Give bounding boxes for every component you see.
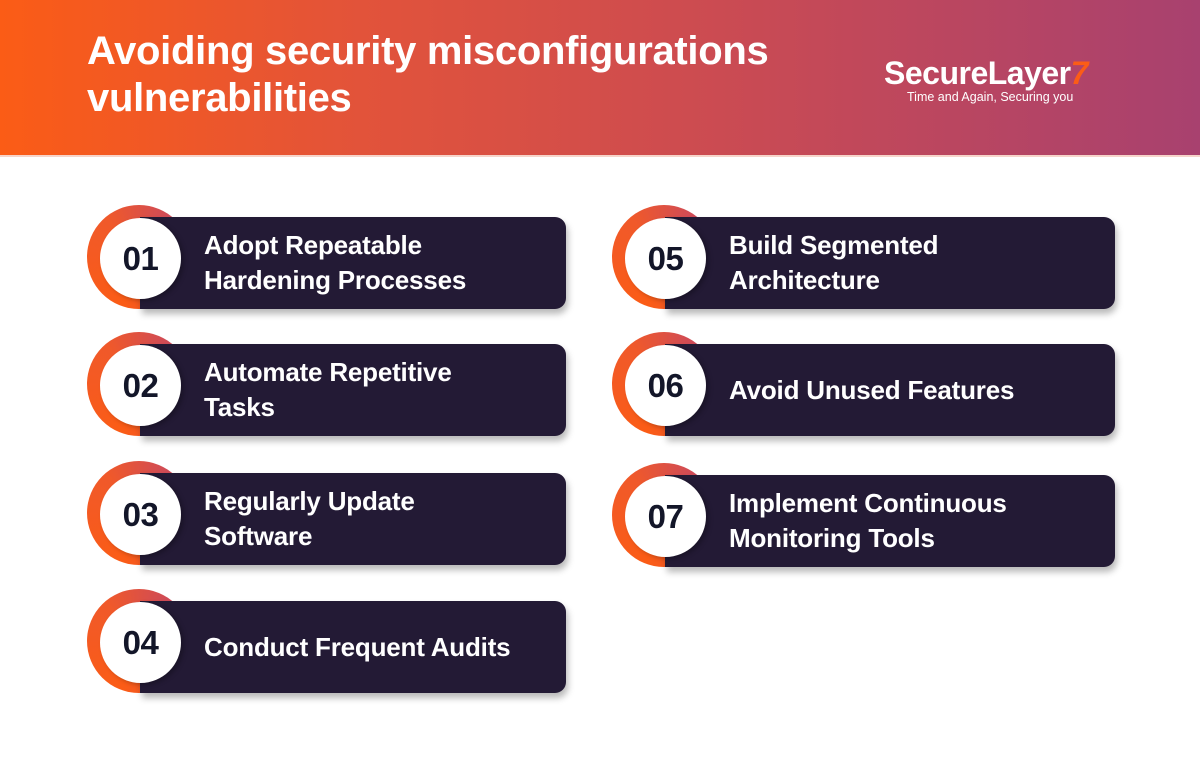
number-badge: 06 [625, 345, 706, 426]
item-label: Adopt Repeatable Hardening Processes [204, 230, 467, 295]
list-item-05: 05 Build Segmented Architecture [612, 205, 1115, 310]
header-banner: Avoiding security misconfigurations vuln… [0, 0, 1200, 155]
item-label: Avoid Unused Features [729, 374, 1015, 405]
list-item-02: 02 Automate Repetitive Tasks [87, 332, 567, 437]
item-card [140, 601, 566, 693]
item-label: Build Segmented Architecture [729, 230, 939, 295]
list-item-06: 06 Avoid Unused Features [612, 332, 1115, 437]
page-title: Avoiding security misconfigurations vuln… [87, 29, 769, 120]
item-card [665, 475, 1115, 567]
list-item-04: 04 Conduct Frequent Audits [87, 589, 567, 694]
list-item-01: 01 Adopt Repeatable Hardening Processes [87, 205, 567, 310]
brand-logo: SecureLayer7 Time and Again, Securing yo… [884, 56, 1124, 104]
list-item-03: 03 Regularly Update Software [87, 461, 567, 566]
item-card [140, 344, 566, 436]
number-badge: 05 [625, 218, 706, 299]
item-label: Automate Repetitive Tasks [204, 357, 452, 422]
item-card [140, 217, 566, 309]
item-card [140, 473, 566, 565]
logo-seven-mark: 7 [1070, 55, 1089, 91]
number-badge: 07 [625, 476, 706, 557]
logo-name: SecureLayer [884, 55, 1071, 91]
number-badge: 02 [100, 345, 181, 426]
item-card [665, 344, 1115, 436]
number-badge: 03 [100, 474, 181, 555]
item-label: Conduct Frequent Audits [204, 631, 511, 662]
header-divider [0, 155, 1200, 157]
item-label: Regularly Update Software [204, 486, 415, 551]
item-label: Implement Continuous Monitoring Tools [729, 488, 1007, 553]
item-card [665, 217, 1115, 309]
logo-wordmark: SecureLayer7 [884, 56, 1124, 90]
logo-tagline: Time and Again, Securing you [907, 90, 1074, 104]
list-item-07: 07 Implement Continuous Monitoring Tools [612, 463, 1115, 568]
number-badge: 04 [100, 602, 181, 683]
number-badge: 01 [100, 218, 181, 299]
